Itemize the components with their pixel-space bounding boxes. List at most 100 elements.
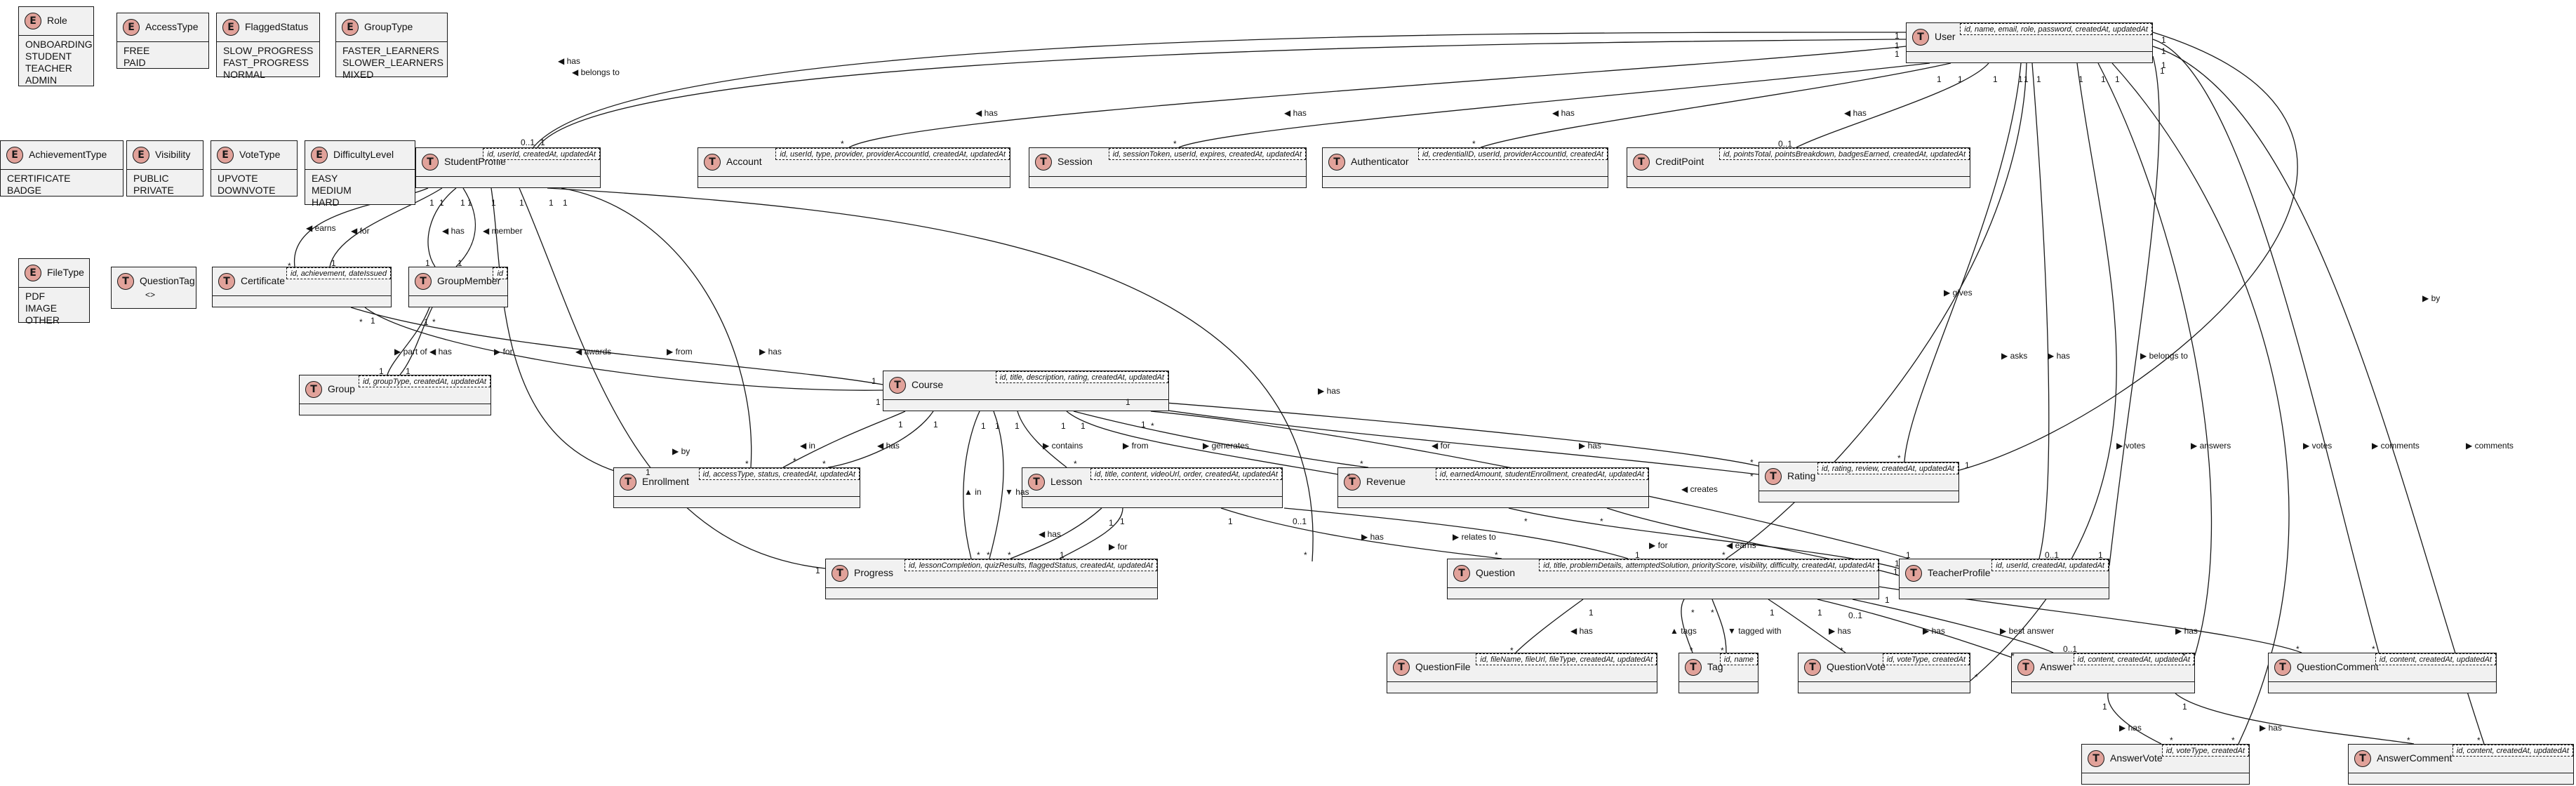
multiplicity-label: 1	[2115, 74, 2120, 84]
enum-badge-icon: E	[6, 147, 23, 164]
table-name: QuestionFile	[1415, 661, 1471, 672]
relationship-label: ▶ contains	[1043, 441, 1083, 451]
table-name: AnswerComment	[2377, 752, 2452, 764]
table-name: TeacherProfile	[1928, 567, 1991, 578]
multiplicity-label: *	[1721, 646, 1724, 655]
table-badge-icon: T	[117, 273, 134, 290]
table-name: Progress	[854, 567, 894, 578]
relationship-line-progress-lesson-for	[1059, 507, 1123, 559]
multiplicity-label: 1	[519, 198, 524, 208]
enum-value: BADGE	[7, 185, 42, 196]
enum-name: Role	[47, 15, 67, 26]
multiplicity-label: *	[1008, 550, 1011, 560]
multiplicity-label: *	[1074, 459, 1077, 469]
table-badge-icon: T	[620, 474, 636, 491]
relationship-line-progress-studentprofile-by	[519, 187, 826, 569]
enum-name: AccessType	[145, 21, 199, 32]
table-name: Certificate	[241, 275, 286, 286]
relationship-line-course-certificate-awards	[364, 307, 883, 391]
relationship-line-user-studentprofile-has	[533, 32, 1907, 148]
enum-name: DifficultyLevel	[333, 149, 394, 160]
enum-value: TEACHER	[25, 62, 72, 74]
multiplicity-label: 1	[1589, 608, 1594, 618]
relationship-line-certificate-studentprofile-for	[329, 187, 443, 267]
table-name: QuestionComment	[2297, 661, 2379, 672]
multiplicity-label: *	[1750, 458, 1754, 467]
multiplicity-label: *	[1510, 646, 1514, 655]
multiplicity-label: 1	[1635, 550, 1640, 560]
relationship-line-user-rating	[1904, 62, 2022, 462]
multiplicity-label: *	[288, 261, 291, 271]
relationship-line-user-question	[1726, 62, 2027, 559]
relationship-label: ◀ member	[483, 226, 523, 236]
enum-value: MIXED	[342, 69, 374, 80]
multiplicity-label: 1	[2098, 550, 2103, 560]
relationship-label: ▶ belongs to	[2140, 351, 2188, 361]
table-badge-icon: T	[2274, 659, 2291, 676]
enum-badge-icon: E	[25, 13, 41, 29]
enum-badge-icon: E	[217, 147, 234, 164]
table-name: Question	[1476, 567, 1516, 578]
table-attributes: id, userId, type, provider, providerAcco…	[775, 148, 1010, 160]
enum-value: PAID	[124, 57, 146, 68]
table-attributes: id, rating, review, createdAt, updatedAt	[1817, 462, 1958, 474]
enum-value: EASY	[312, 173, 338, 184]
table-badge-icon: T	[415, 273, 432, 290]
enum-value: FAST_PROGRESS	[223, 57, 309, 68]
relationship-line-user-account	[848, 46, 1907, 148]
relationship-line-studentprofile-user-belongs	[537, 39, 1907, 148]
multiplicity-label: *	[359, 317, 363, 327]
relationship-label: ◀ has	[975, 108, 998, 118]
multiplicity-label: 0..1	[1293, 517, 1307, 526]
relationship-line-tag-question-tags	[1681, 599, 1693, 653]
multiplicity-label: *	[977, 550, 980, 560]
relationship-line-course-lesson-contains	[1017, 411, 1067, 468]
enum-value: OTHER	[25, 314, 60, 326]
relationship-label: ◀ earns	[1726, 540, 1756, 550]
relationship-label: ◀ for	[1432, 441, 1450, 451]
table-name: Tag	[1707, 661, 1723, 672]
relationship-label: ▶ comments	[2466, 441, 2514, 451]
relationship-line-user-teacherprofile	[2031, 62, 2050, 559]
table-name: GroupMember	[437, 275, 501, 286]
relationship-label: ▶ comments	[2372, 441, 2420, 451]
enum-value: PDF	[25, 291, 45, 302]
multiplicity-label: *	[1840, 646, 1843, 655]
enum-name: FileType	[47, 267, 84, 278]
table-name: Group	[328, 383, 355, 394]
multiplicity-label: *	[1524, 517, 1528, 526]
relationship-line-rating-course-for	[1143, 406, 1759, 475]
multiplicity-label: 1	[995, 421, 1000, 431]
table-attributes: id, credentialID, userId, providerAccoun…	[1417, 148, 1608, 160]
enum-value: NORMAL	[223, 69, 265, 80]
relationship-label: ▶ by	[672, 446, 690, 456]
multiplicity-label: 1	[2102, 702, 2107, 712]
enum-value: MEDIUM	[312, 185, 352, 196]
multiplicity-label: 0..1	[1778, 139, 1793, 149]
multiplicity-label: 1	[429, 198, 434, 208]
multiplicity-label: *	[1722, 550, 1726, 560]
relationship-label: ◀ has	[1552, 108, 1575, 118]
relationship-line-question-tag-taggedwith	[1711, 599, 1727, 653]
multiplicity-label: 1	[1893, 567, 1898, 577]
relationship-line-course-rating-has	[1129, 399, 1759, 467]
multiplicity-label: *	[1711, 608, 1714, 618]
enum-value: CERTIFICATE	[7, 173, 71, 184]
relationship-label: ◀ in	[800, 441, 815, 451]
table-badge-icon: T	[2017, 659, 2034, 676]
table-name: Authenticator	[1351, 156, 1409, 167]
multiplicity-label: 1	[424, 317, 429, 327]
table-badge-icon: T	[832, 565, 848, 582]
relationship-line-user-answervote	[2111, 62, 2290, 745]
multiplicity-label: *	[2407, 735, 2410, 745]
